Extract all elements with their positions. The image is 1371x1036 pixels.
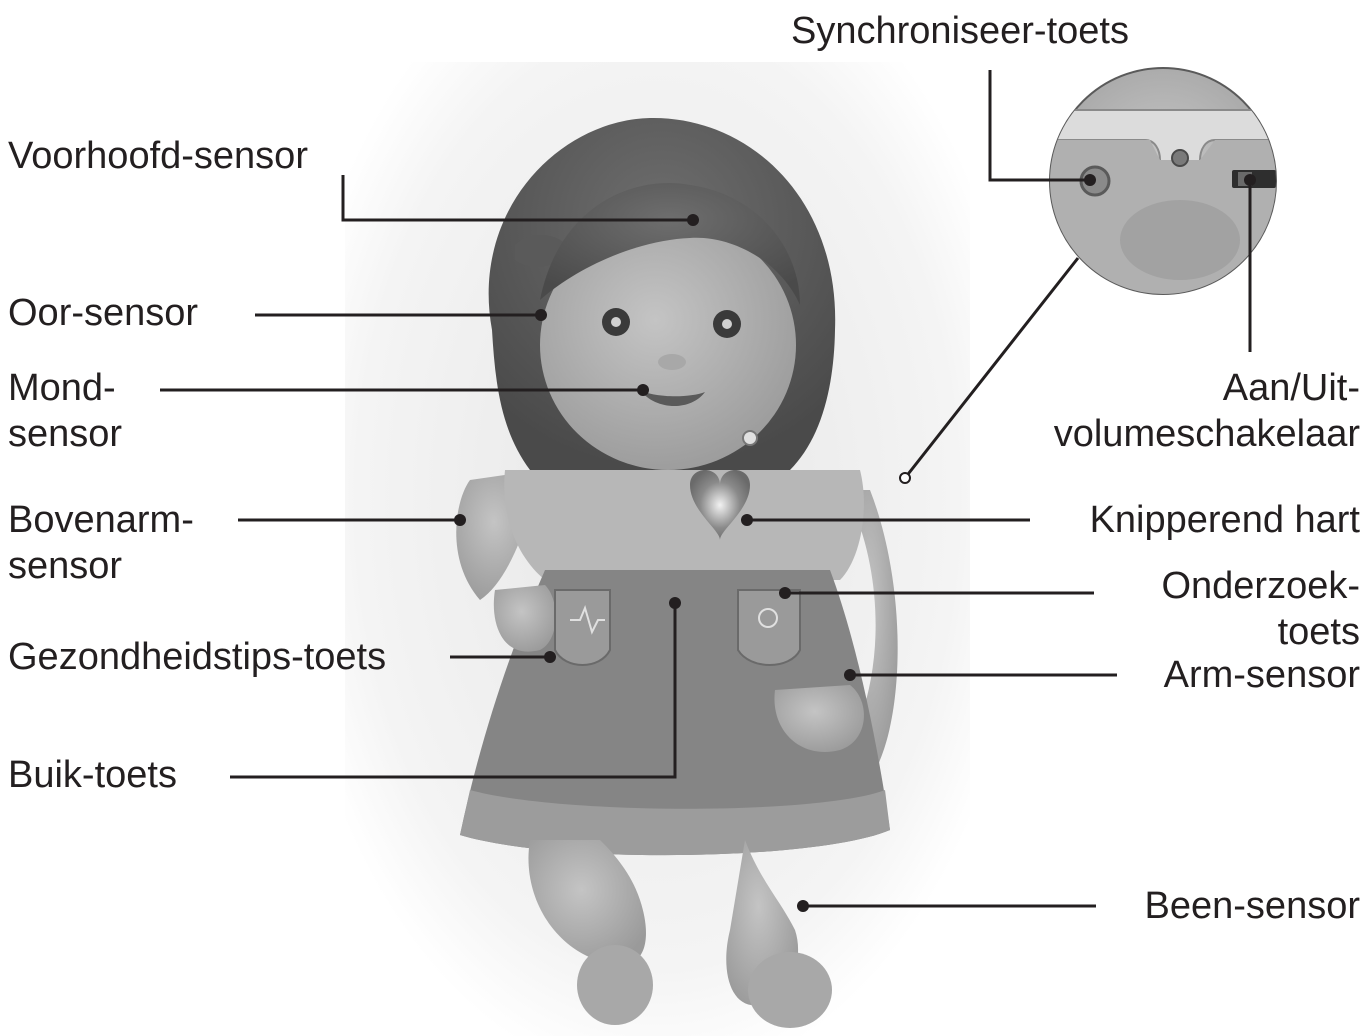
label-synchroniseer-toets: Synchroniseer-toets — [760, 8, 1160, 54]
label-bovenarm-line1: Bovenarm- — [8, 497, 194, 543]
label-bovenarm-sensor: Bovenarm- sensor — [8, 497, 194, 589]
dot-hart — [741, 514, 753, 526]
left-pocket — [555, 590, 610, 665]
right-foot — [748, 952, 832, 1028]
dot-mond — [637, 384, 649, 396]
dot-buik — [669, 597, 681, 609]
label-knipperend-hart: Knipperend hart — [960, 497, 1360, 543]
dot-onderzoek — [779, 587, 791, 599]
label-oor-sensor: Oor-sensor — [8, 290, 198, 336]
earring — [743, 431, 757, 445]
dot-voorhoofd — [687, 214, 699, 226]
nose — [658, 354, 686, 370]
label-onderzoek-line1: Onderzoek- — [960, 563, 1360, 609]
dot-been — [797, 900, 809, 912]
label-onderzoek-line2: toets — [960, 609, 1360, 655]
label-voorhoofd-sensor: Voorhoofd-sensor — [8, 133, 308, 179]
dot-arm — [844, 669, 856, 681]
inset-pointer-end — [900, 473, 910, 483]
label-arm-sensor: Arm-sensor — [960, 652, 1360, 698]
label-bovenarm-line2: sensor — [8, 543, 194, 589]
label-onderzoek-toets: Onderzoek- toets — [960, 563, 1360, 655]
shirt — [504, 470, 864, 580]
left-foot — [577, 945, 653, 1025]
dot-synchroniseer — [1084, 174, 1096, 186]
label-mond-line2: sensor — [8, 411, 122, 457]
dot-aanuit — [1244, 174, 1256, 186]
label-mond-sensor: Mond- sensor — [8, 365, 122, 457]
label-mond-line1: Mond- — [8, 365, 122, 411]
label-aanuit-line1: Aan/Uit- — [960, 365, 1360, 411]
dot-oor — [535, 309, 547, 321]
label-buik-toets: Buik-toets — [8, 752, 177, 798]
dot-gezondheidstips — [544, 651, 556, 663]
label-gezondheidstips-toets: Gezondheidstips-toets — [8, 634, 386, 680]
label-aan-uit-volumeschakelaar: Aan/Uit- volumeschakelaar — [960, 365, 1360, 457]
label-been-sensor: Been-sensor — [960, 883, 1360, 929]
label-aanuit-line2: volumeschakelaar — [960, 411, 1360, 457]
screw — [1172, 150, 1188, 166]
dot-bovenarm — [454, 514, 466, 526]
